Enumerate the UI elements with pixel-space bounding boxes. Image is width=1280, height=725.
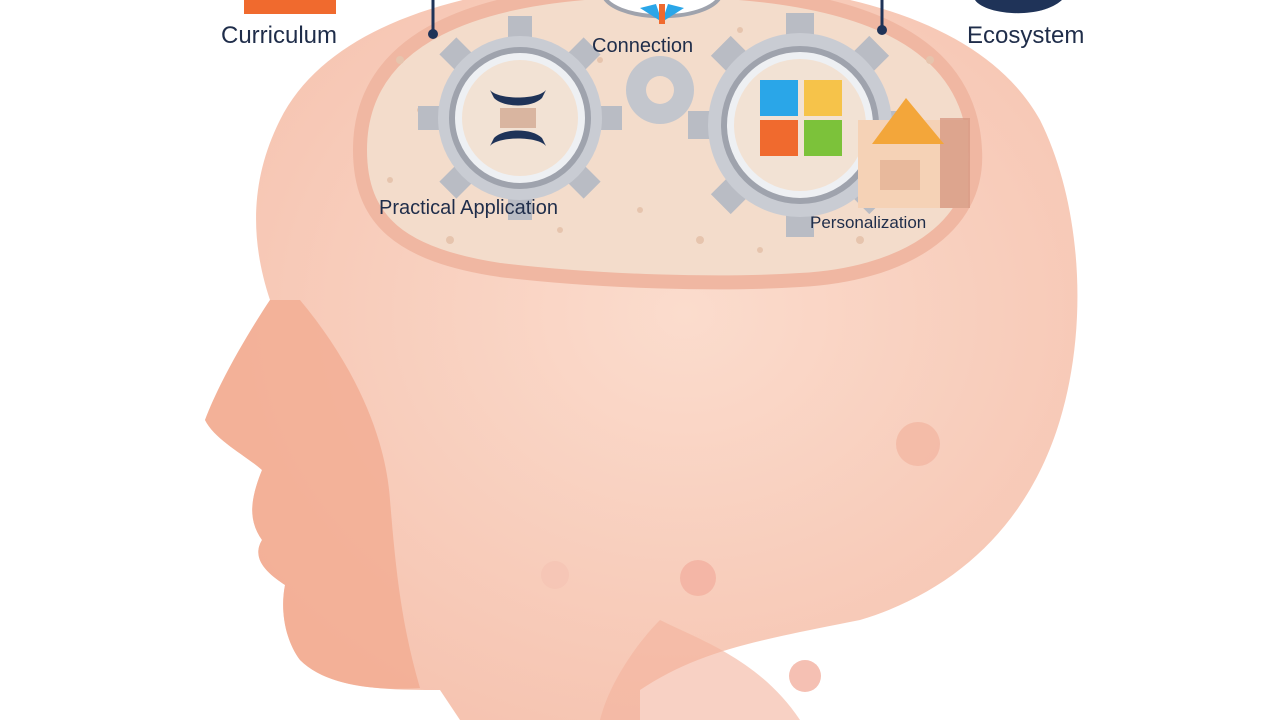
face-shadow: [205, 300, 420, 689]
tie-icon: [604, 0, 720, 24]
globe-icon: [975, 0, 1062, 14]
gear-icon: [626, 56, 694, 124]
skin-spot: [541, 561, 569, 589]
hourglass-icon: [490, 90, 546, 146]
connector-dot: [428, 29, 438, 39]
label-practical-application: Practical Application: [379, 197, 558, 219]
label-ecosystem: Ecosystem: [967, 22, 1085, 49]
pencil-cup-icon: [858, 98, 970, 208]
label-personalization: Personalization: [810, 213, 927, 232]
label-connection: Connection: [592, 35, 694, 57]
book-icon: [244, 0, 336, 14]
tile-grid-icon: [760, 80, 842, 156]
skin-spot: [896, 422, 940, 466]
skin-spot: [680, 560, 716, 596]
connector-dot: [877, 25, 887, 35]
neck-shadow: [600, 620, 800, 720]
skin-spot: [789, 660, 821, 692]
label-curriculum: Curriculum: [221, 22, 338, 49]
brain-texture: [387, 17, 943, 253]
